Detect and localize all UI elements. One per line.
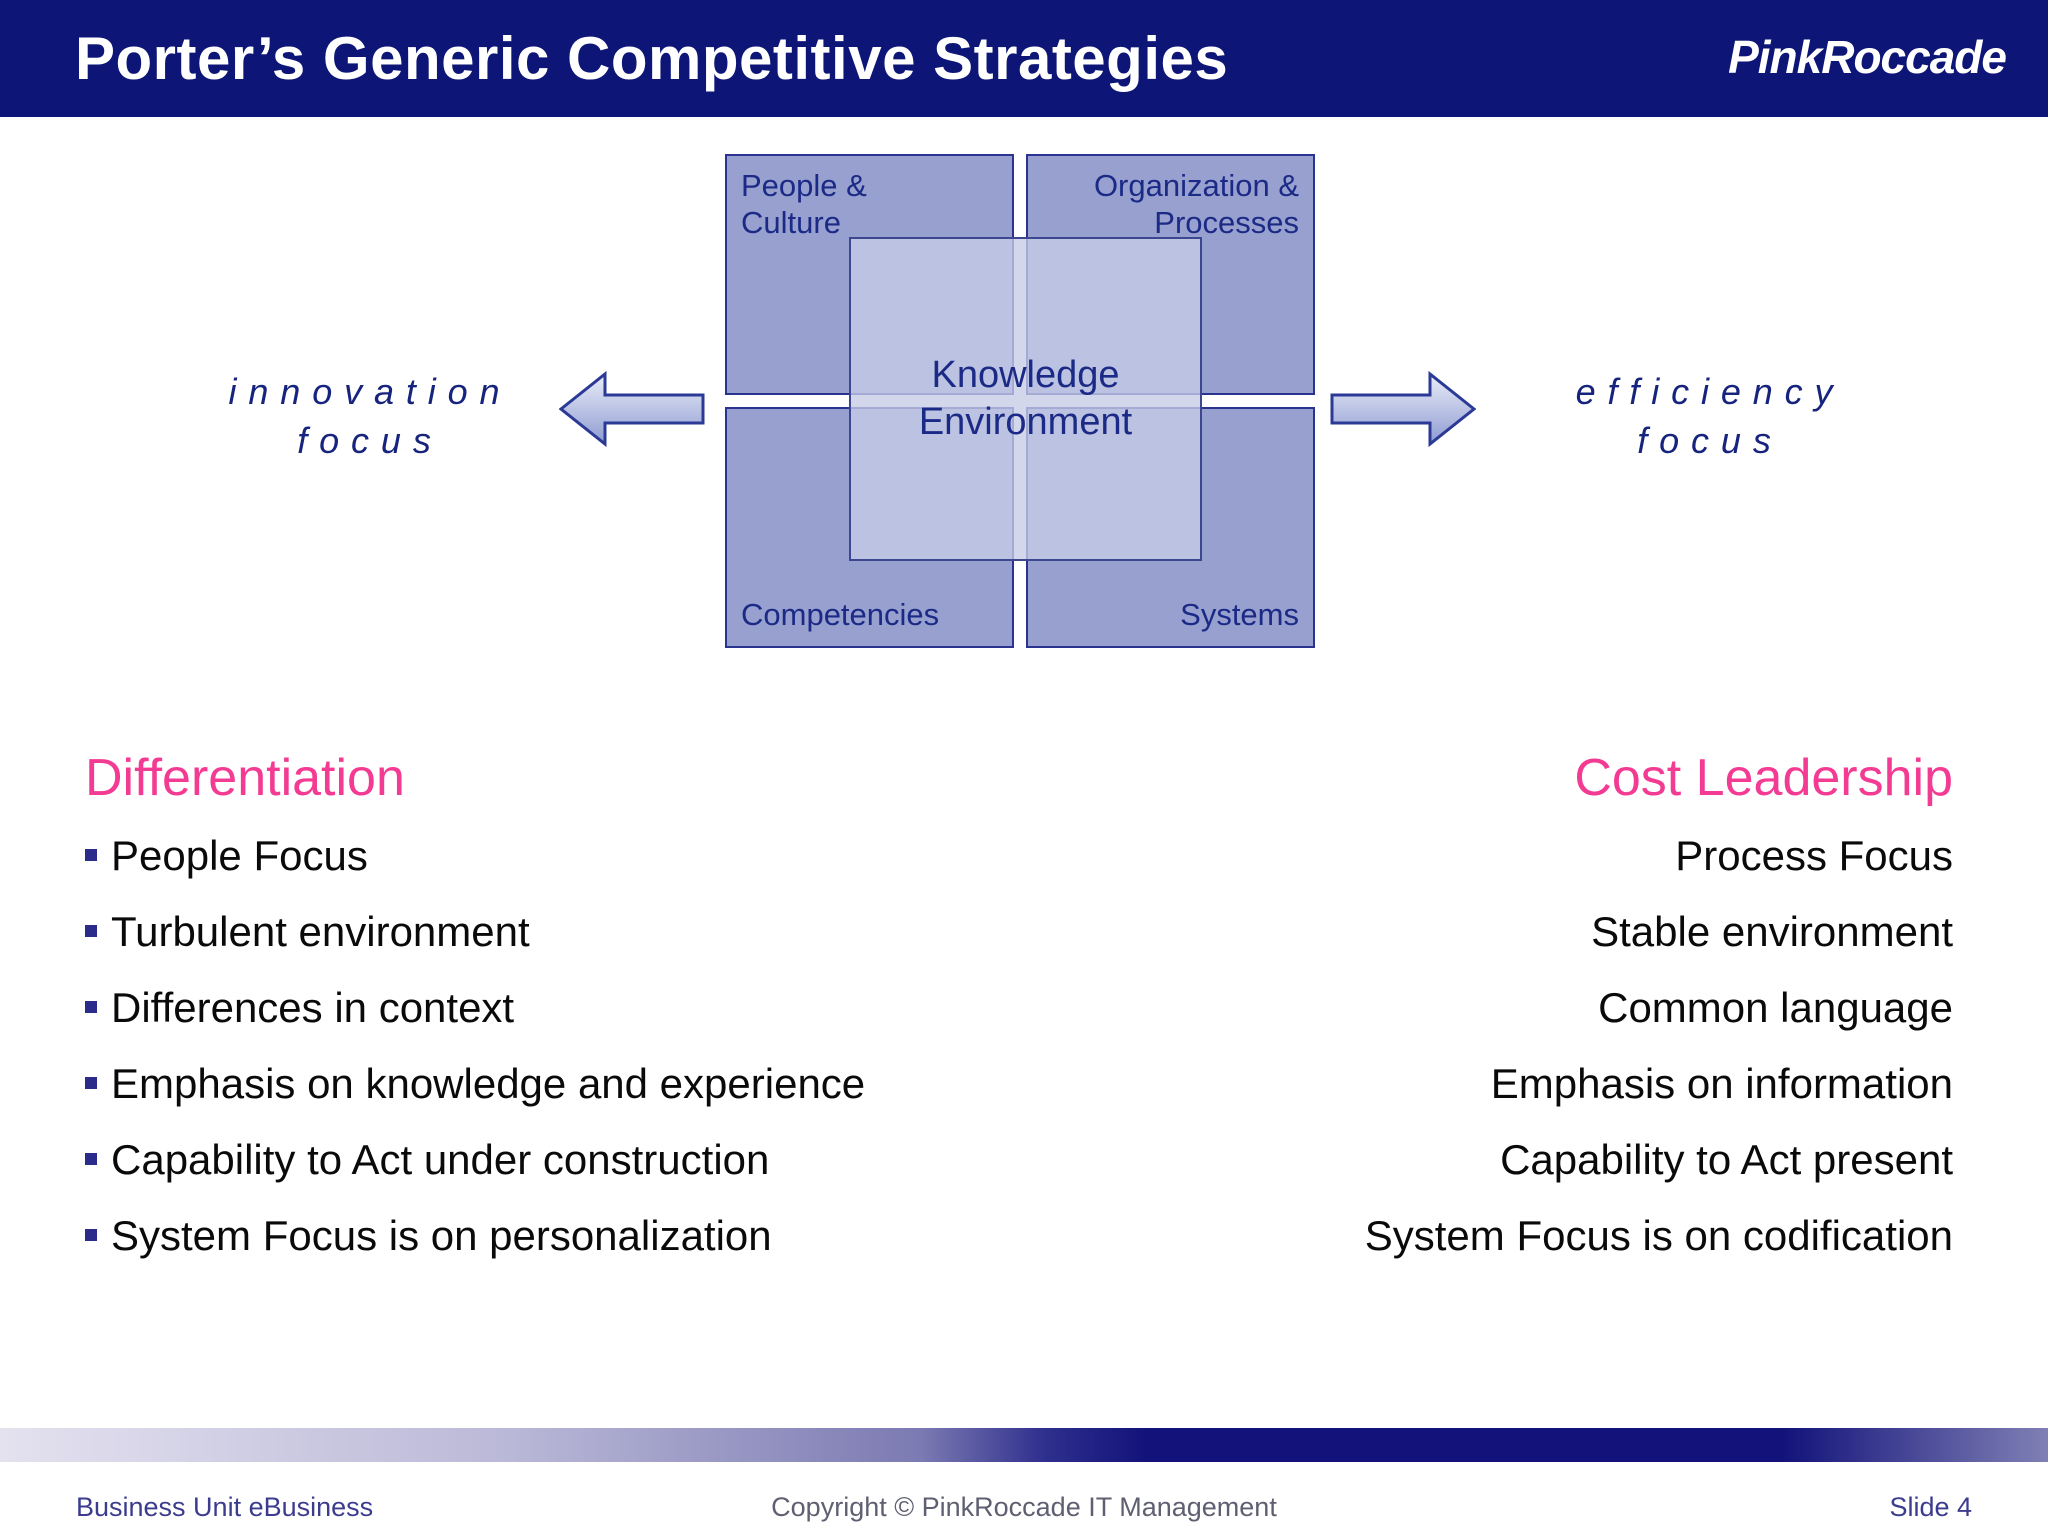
differentiation-list: People Focus Turbulent environment Diffe… [85, 818, 865, 1274]
list-item: Differences in context [85, 970, 865, 1046]
list-item-label: People Focus [111, 832, 368, 879]
left-arrow-icon [559, 370, 705, 448]
list-item-label: Common language [1598, 984, 1953, 1031]
quadrant-label-competencies: Competencies [741, 597, 940, 633]
bullet-square-icon [85, 924, 97, 937]
list-item-label: Turbulent environment [111, 908, 530, 955]
list-item: System Focus is on personalization [85, 1198, 865, 1274]
list-item-label: Differences in context [111, 984, 515, 1031]
list-item-label: Stable environment [1591, 908, 1953, 955]
list-item-label: Emphasis on knowledge and experience [111, 1060, 866, 1107]
knowledge-environment-box: Knowledge Environment [849, 237, 1202, 561]
list-item-label: System Focus is on codification [1364, 1212, 1953, 1259]
quadrant-label-organization-processes: Organization & Processes [1093, 168, 1299, 240]
list-item: Capability to Act present [1365, 1122, 1953, 1198]
list-item: Stable environment [1365, 894, 1953, 970]
header-bar: Porter’s Generic Competitive Strategies … [0, 0, 2048, 117]
list-item: Common language [1365, 970, 1953, 1046]
bullet-square-icon [85, 1000, 97, 1013]
differentiation-heading: Differentiation [85, 749, 405, 807]
list-item-label: Process Focus [1675, 832, 1953, 879]
bullet-square-icon [85, 1152, 97, 1165]
quadrant-label-people-culture: People & Culture [741, 168, 867, 240]
footer-copyright: Copyright © PinkRoccade IT Management [771, 1492, 1277, 1522]
list-item-label: System Focus is on personalization [111, 1212, 772, 1259]
list-item: Emphasis on knowledge and experience [85, 1046, 865, 1122]
list-item: Turbulent environment [85, 894, 865, 970]
bullet-square-icon [85, 1228, 97, 1241]
list-item-label: Capability to Act present [1500, 1136, 1953, 1183]
pinkroccade-logo: PinkRoccade [1728, 31, 2007, 83]
footer-slide-number: Slide 4 [1889, 1492, 1972, 1522]
knowledge-environment-label: Knowledge Environment [918, 353, 1133, 444]
list-item: Capability to Act under construction [85, 1122, 865, 1198]
bullet-square-icon [85, 1076, 97, 1089]
efficiency-focus-label: efficiency focus [1575, 371, 1845, 461]
right-arrow-icon [1330, 370, 1476, 448]
cost-leadership-heading: Cost Leadership [1574, 749, 1953, 807]
list-item: Emphasis on information [1365, 1046, 1953, 1122]
knowledge-environment-diagram: People & Culture Organization & Processe… [725, 154, 1319, 652]
list-item-label: Emphasis on information [1490, 1060, 1953, 1107]
bullet-square-icon [85, 848, 97, 861]
page-title: Porter’s Generic Competitive Strategies [75, 25, 1229, 92]
cost-leadership-list: Process Focus Stable environment Common … [1365, 818, 1953, 1274]
quadrant-label-systems: Systems [1180, 597, 1299, 633]
innovation-focus-label: innovation focus [228, 371, 512, 461]
list-item: System Focus is on codification [1365, 1198, 1953, 1274]
footer-gradient-bar [0, 1428, 2048, 1462]
list-item-label: Capability to Act under construction [111, 1136, 770, 1183]
list-item: Process Focus [1365, 818, 1953, 894]
footer-business-unit: Business Unit eBusiness [76, 1492, 374, 1522]
list-item: People Focus [85, 818, 865, 894]
